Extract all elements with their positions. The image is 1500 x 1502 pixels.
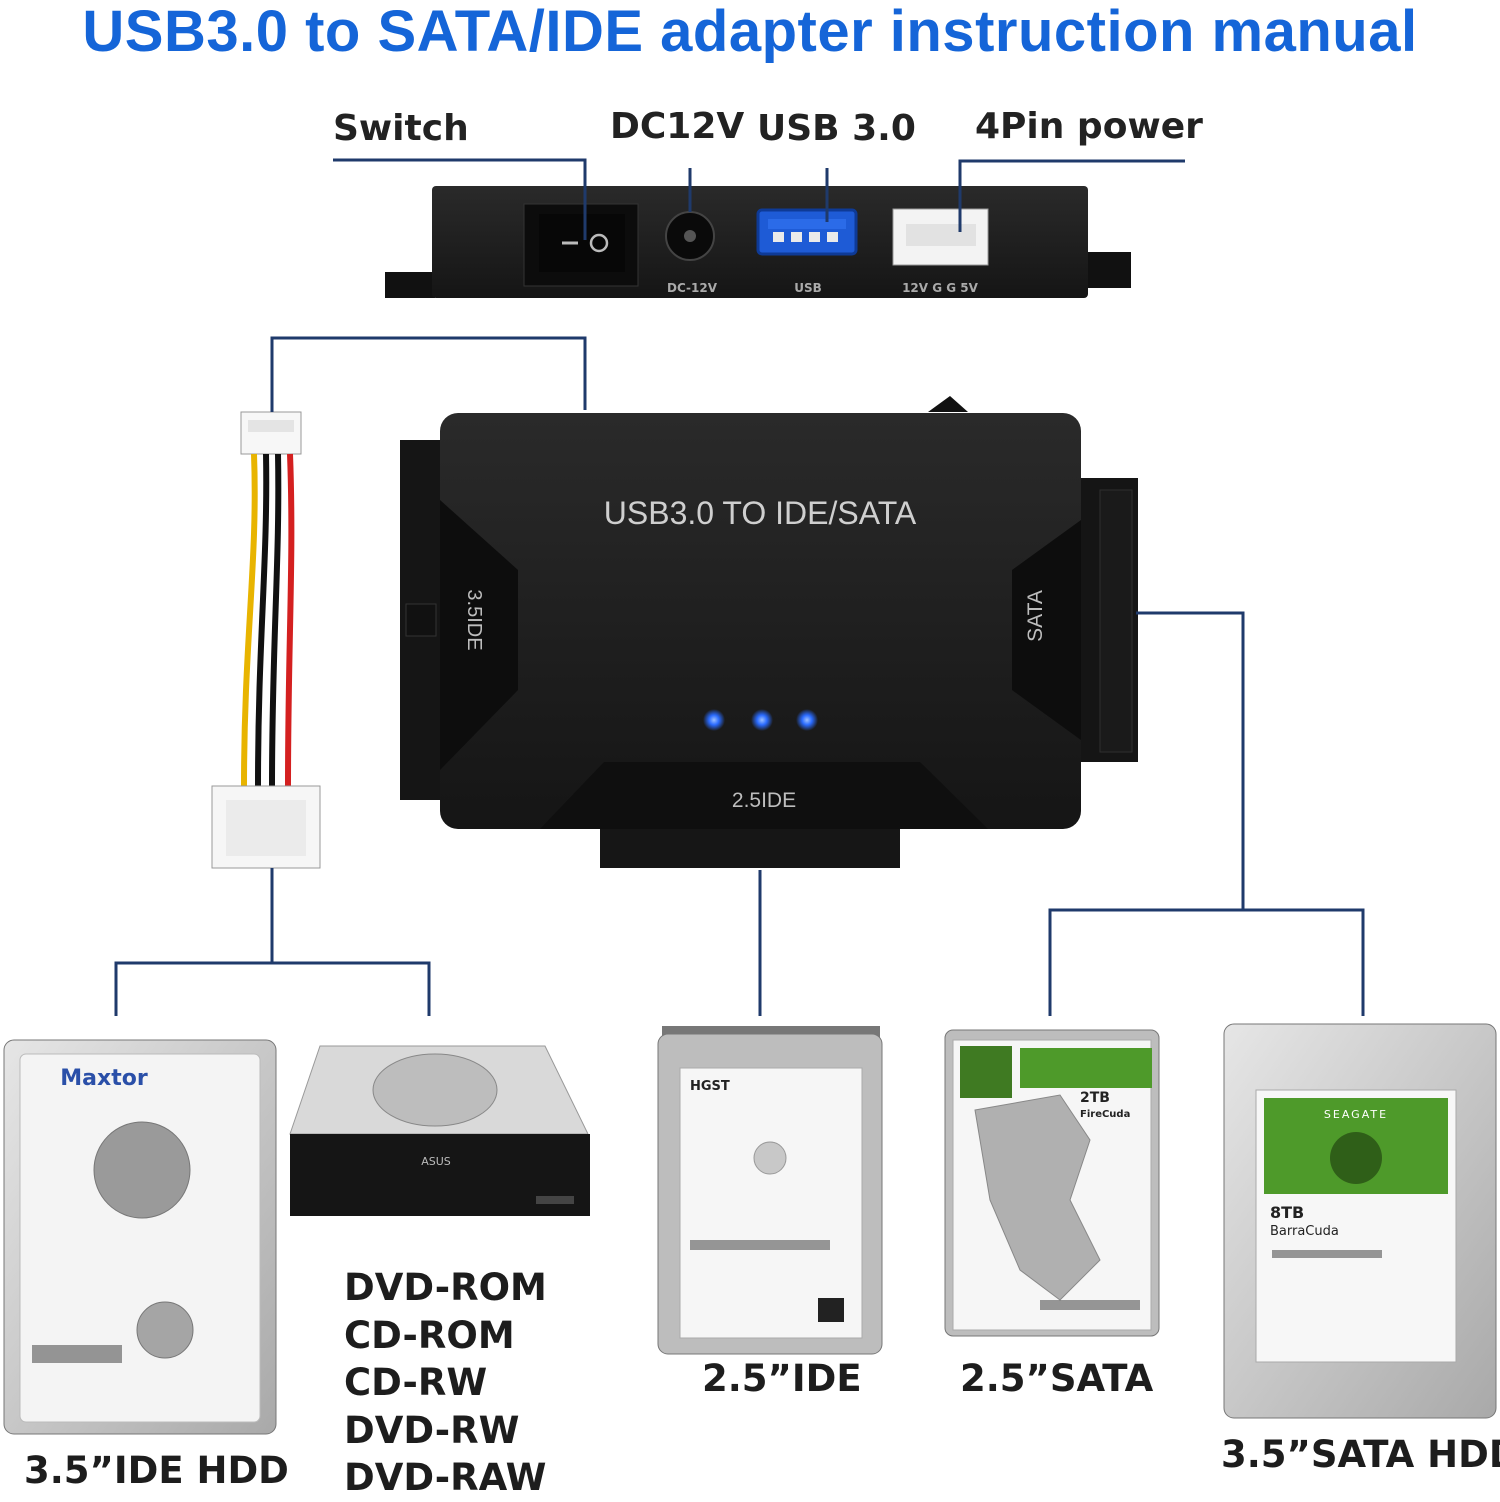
dc-jack[interactable] <box>665 211 715 261</box>
dc12v-label: DC12V <box>610 106 745 147</box>
power-switch[interactable] <box>523 203 639 287</box>
ide-25-hdd: HGST <box>657 1026 883 1355</box>
led-indicator <box>703 709 725 731</box>
port-panel: DC-12V USB 12V G G 5V <box>385 186 1131 298</box>
adapter-right-port-label: SATA <box>1024 590 1047 642</box>
seagate-2tb-model-text: FireCuda <box>1080 1109 1130 1120</box>
optical-drive-item: DVD-RW <box>344 1408 520 1452</box>
seagate-2tb-capacity-text: 2TB <box>1080 1090 1110 1106</box>
label-sata-25: 2.5”SATA <box>960 1357 1154 1400</box>
usb30-label: USB 3.0 <box>757 108 916 149</box>
led-indicator <box>751 709 773 731</box>
dvd-drive: ASUS <box>289 1045 590 1216</box>
maxtor-logo-text: Maxtor <box>60 1066 148 1091</box>
ide-35-hdd: Maxtor <box>3 1039 277 1435</box>
usb-port-text: USB <box>794 281 822 295</box>
label-ide-35-hdd: 3.5”IDE HDD <box>24 1449 289 1492</box>
power-port-text: 12V G G 5V <box>902 281 979 295</box>
power4pin-label: 4Pin power <box>975 106 1203 147</box>
usb-port[interactable] <box>756 208 858 256</box>
hgst-logo-text: HGST <box>690 1079 730 1094</box>
optical-drive-item: DVD-ROM <box>344 1266 547 1309</box>
port-callout-lines <box>333 158 1185 240</box>
adapter-left-port-label: 3.5IDE <box>463 589 485 650</box>
seagate-8tb-model-text: BarraCuda <box>1270 1224 1339 1239</box>
asus-logo-text: ASUS <box>421 1155 451 1168</box>
label-sata-35-hdd: 3.5”SATA HDD <box>1221 1433 1500 1476</box>
optical-drive-list: DVD-ROM CD-ROM CD-RW DVD-RW DVD-RAW <box>344 1264 547 1502</box>
seagate-8tb-capacity-text: 8TB <box>1270 1203 1304 1222</box>
page-title: USB3.0 to SATA/IDE adapter instruction m… <box>82 0 1418 64</box>
optical-drive-item: DVD-RAW <box>344 1456 547 1499</box>
switch-label: Switch <box>333 108 469 149</box>
adapter-body <box>400 396 1138 868</box>
power-4pin-port[interactable] <box>892 208 989 266</box>
adapter-bottom-port-label: 2.5IDE <box>732 789 796 812</box>
seagate-brand-text: SEAGATE <box>1324 1108 1388 1121</box>
optical-drive-item: CD-RW <box>344 1361 488 1404</box>
optical-drive-item: CD-ROM <box>344 1313 515 1357</box>
adapter-brand-text: USB3.0 TO IDE/SATA <box>604 495 917 531</box>
dc-port-text: DC-12V <box>667 281 718 295</box>
power-cable <box>211 411 321 869</box>
sata-25-hdd: 2TB FireCuda <box>944 1029 1160 1337</box>
led-indicator <box>796 709 818 731</box>
label-ide-25: 2.5”IDE <box>702 1357 862 1400</box>
sata-35-hdd: SEAGATE 8TB BarraCuda <box>1223 1023 1497 1419</box>
connector-lines <box>114 336 1365 1016</box>
